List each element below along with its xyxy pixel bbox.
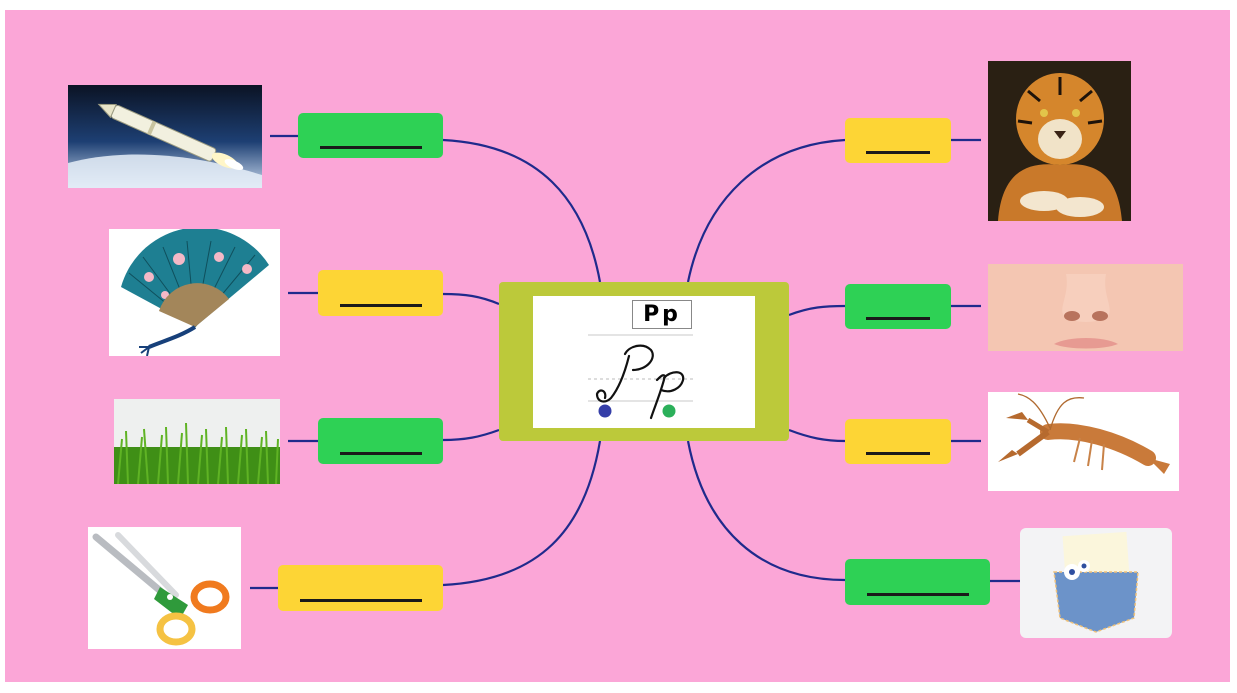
tiger-icon — [988, 61, 1131, 221]
connector-fan — [442, 292, 500, 306]
start-dot-green — [662, 404, 676, 418]
blank-line — [319, 146, 422, 149]
blank-line — [339, 304, 422, 307]
connector-tiger — [686, 138, 846, 283]
blank-line — [339, 452, 422, 455]
start-dot-blue — [598, 404, 612, 418]
answer-box-grass[interactable] — [318, 418, 443, 464]
blank-line — [866, 593, 969, 596]
answer-box-tiger[interactable] — [845, 118, 951, 163]
connector-crayfish — [788, 428, 846, 443]
answer-box-fan[interactable] — [318, 270, 443, 316]
blank-line — [866, 151, 930, 154]
cursive-p-icon — [588, 334, 693, 420]
grass-icon — [114, 399, 280, 484]
blank-line — [866, 317, 930, 320]
blank-line — [299, 599, 422, 602]
connector-nose — [788, 304, 846, 317]
scissors-icon — [88, 527, 241, 649]
answer-box-rocket[interactable] — [298, 113, 443, 158]
jeans-pocket-icon — [1020, 528, 1172, 638]
connector-grass — [442, 428, 500, 442]
answer-box-nose[interactable] — [845, 284, 951, 329]
folding-fan-icon — [109, 229, 280, 356]
answer-box-crayfish[interactable] — [845, 419, 951, 464]
rocket-icon — [68, 85, 262, 188]
answer-box-scissors[interactable] — [278, 565, 443, 611]
nose-icon — [988, 264, 1183, 351]
blank-line — [866, 452, 930, 455]
crayfish-icon — [988, 392, 1179, 491]
answer-box-pocket[interactable] — [845, 559, 990, 605]
connector-rocket — [442, 138, 602, 283]
connector-pocket — [686, 440, 846, 582]
print-letter: Pp — [632, 300, 692, 329]
connector-scissors — [442, 440, 602, 587]
